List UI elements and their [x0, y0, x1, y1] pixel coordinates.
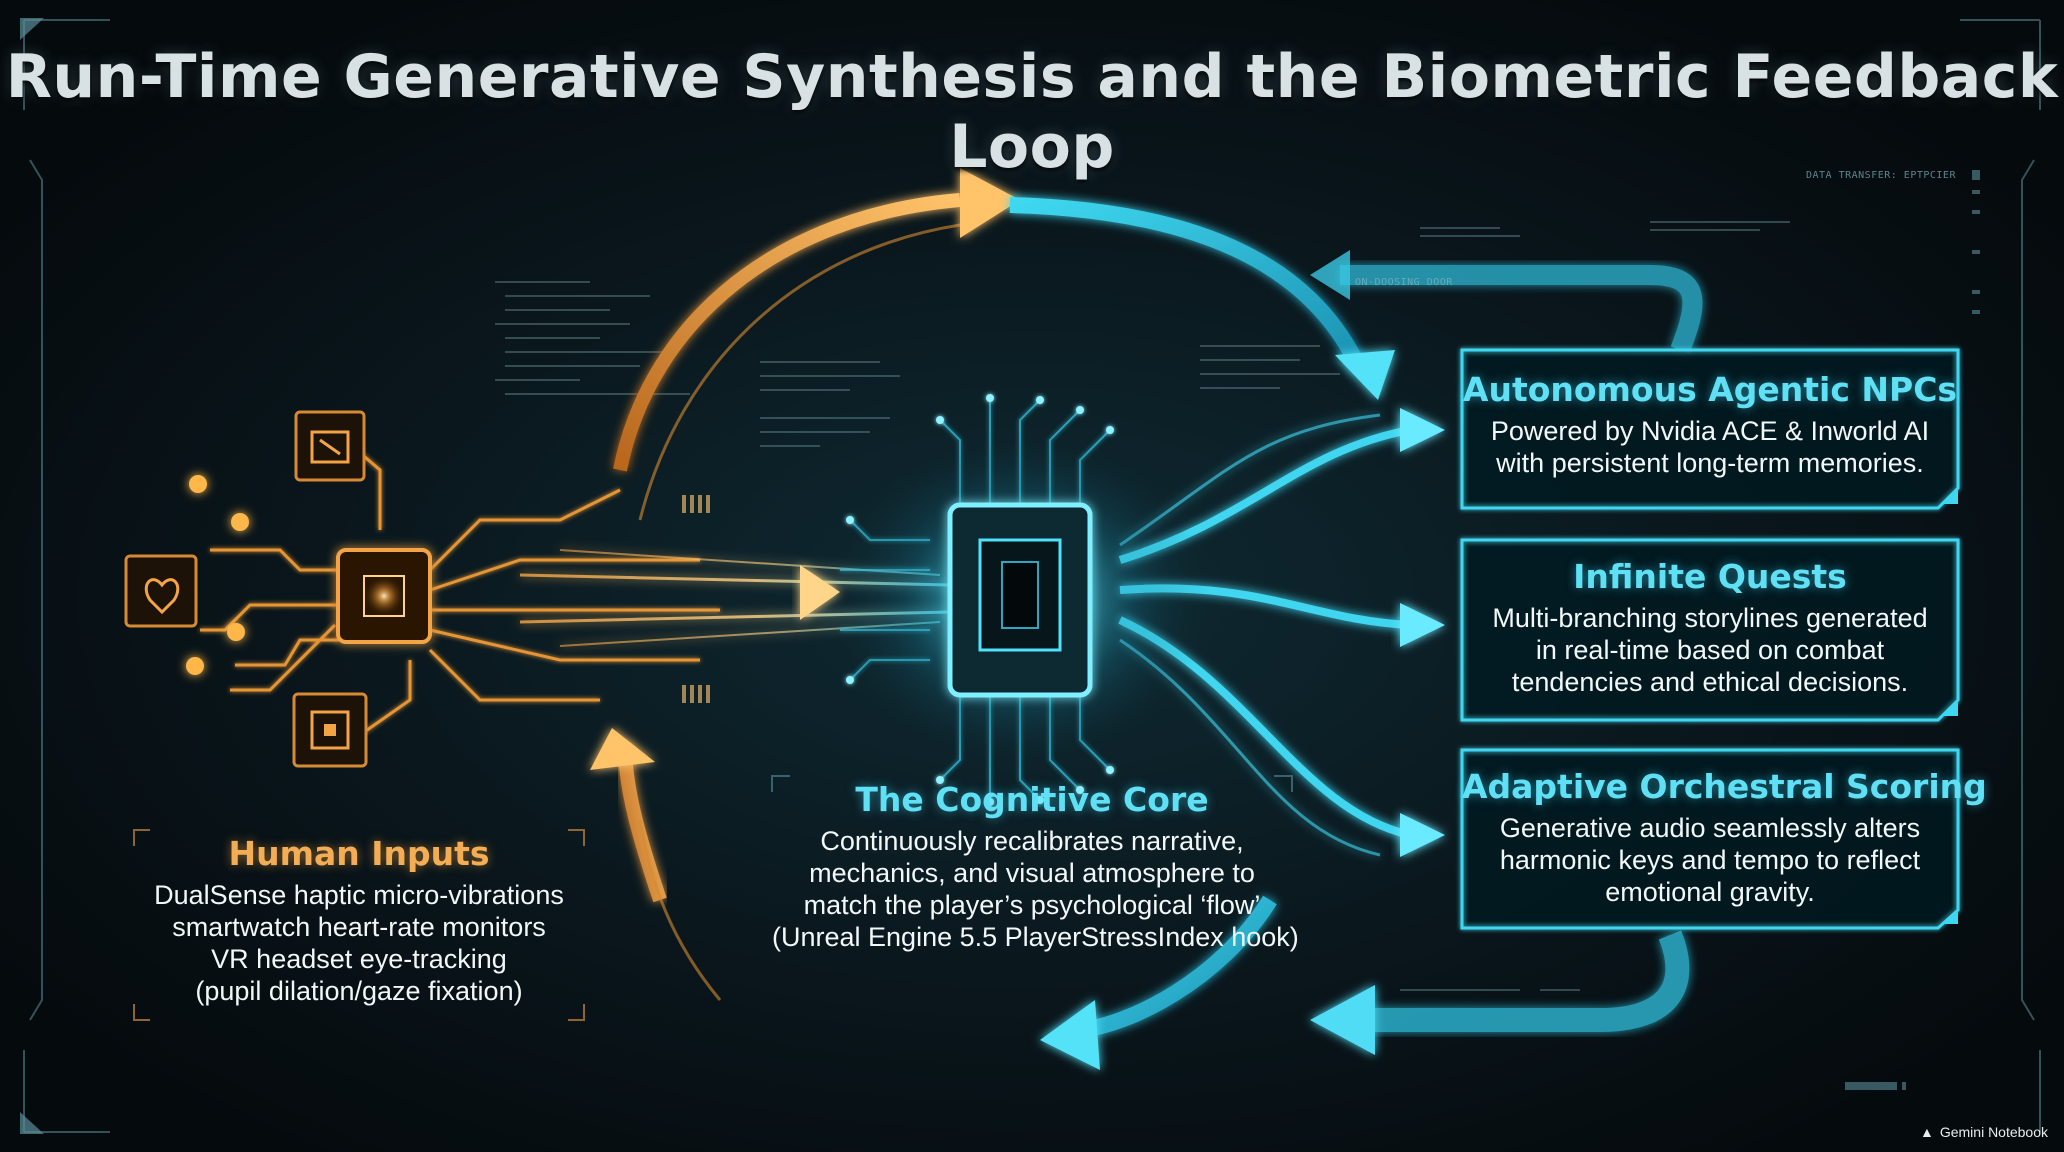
hud-label-data-transfer: DATA TRANSFER: EPTPCIER [1806, 170, 1956, 181]
scoring-heading: Adaptive Orchestral Scoring [1462, 767, 1987, 806]
arrow-to-scoring [1400, 813, 1445, 857]
cyan-loop-top [1340, 265, 1703, 354]
cyan-arrowhead-upper [1335, 350, 1395, 400]
text-brackets [133, 829, 585, 1021]
human-inputs-line: smartwatch heart-rate monitors [172, 912, 546, 942]
hud-frame [23, 19, 2041, 1133]
watermark-label: Gemini Notebook [1939, 1124, 2048, 1140]
cognitive-core-line: mechanics, and visual atmosphere to [809, 858, 1255, 888]
orange-arrowhead-upper [960, 168, 1020, 238]
npc-heading: Autonomous Agentic NPCs [1462, 370, 1958, 409]
corner-triangle [20, 18, 44, 40]
scoring-description: Generative audio seamlessly alters harmo… [1462, 812, 1958, 908]
watermark: ▲ Gemini Notebook [1920, 1124, 2048, 1140]
human-inputs-line: VR headset eye-tracking [211, 944, 507, 974]
cognitive-core-description: Continuously recalibrates narrative, mec… [772, 825, 1299, 953]
orange-arrowhead-lower [590, 728, 655, 770]
cognitive-core-line: (Unreal Engine 5.5 PlayerStressIndex hoo… [772, 922, 1299, 952]
cognitive-core-panel: The Cognitive Core Continuously recalibr… [772, 780, 1299, 953]
scoring-panel: Adaptive Orchestral Scoring Generative a… [1462, 767, 1987, 908]
beam-arrowhead [800, 565, 840, 620]
heart-rate-icon [124, 554, 198, 628]
arrow-to-quests [1400, 603, 1445, 647]
cyan-arrowhead-bottom-right [1310, 985, 1375, 1055]
human-inputs-description: DualSense haptic micro-vibrations smartw… [134, 879, 584, 1007]
quests-line: tendencies and ethical decisions. [1511, 667, 1909, 697]
quests-panel: Infinite Quests Multi-branching storylin… [1462, 557, 1958, 698]
human-inputs-panel: Human Inputs DualSense haptic micro-vibr… [134, 834, 584, 1007]
cognitive-core-line: Continuously recalibrates narrative, [820, 826, 1244, 856]
cognitive-core-heading: The Cognitive Core [855, 780, 1209, 819]
cyan-arc-lower [1079, 895, 1277, 1038]
scoring-line: emotional gravity. [1605, 877, 1815, 907]
orange-circuit [200, 438, 720, 737]
arrow-to-npcs [1400, 408, 1445, 452]
code-snippet-decor [495, 221, 1790, 991]
npc-panel: Autonomous Agentic NPCs Powered by Nvidi… [1462, 370, 1958, 479]
quests-heading: Infinite Quests [1573, 557, 1847, 596]
human-inputs-heading: Human Inputs [228, 834, 490, 873]
orange-node-dots [186, 475, 249, 675]
npc-line: Powered by Nvidia ACE & Inworld AI [1490, 416, 1930, 446]
hud-ticks [1845, 170, 1980, 1090]
quests-line: Multi-branching storylines generated [1492, 603, 1928, 633]
npc-description: Powered by Nvidia ACE & Inworld AI with … [1462, 415, 1958, 479]
quests-line: in real-time based on combat [1535, 635, 1885, 665]
hud-label-loop: ON-DOOSING DOOR [1355, 277, 1453, 288]
human-inputs-line: (pupil dilation/gaze fixation) [195, 976, 523, 1006]
scoring-line: harmonic keys and tempo to reflect [1499, 845, 1921, 875]
cyan-arc-upper [1009, 197, 1368, 374]
orange-arc-upper [613, 193, 961, 472]
cognitive-core-line: match the player’s psychological ‘flow’ [803, 890, 1261, 920]
scoring-line: Generative audio seamlessly alters [1499, 813, 1921, 843]
notebook-icon: ▲ [1919, 1124, 1934, 1140]
quests-description: Multi-branching storylines generated in … [1462, 602, 1958, 698]
npc-line: with persistent long-term memories. [1496, 448, 1924, 478]
diagram-title: Run-Time Generative Synthesis and the Bi… [5, 42, 2059, 182]
cyan-loop-bottom [1370, 930, 1690, 1032]
output-box-frames [1460, 348, 1960, 930]
corner-triangle [20, 1112, 44, 1134]
cyan-arrowhead-bottom [1040, 1000, 1100, 1070]
human-inputs-line: DualSense haptic micro-vibrations [154, 880, 564, 910]
